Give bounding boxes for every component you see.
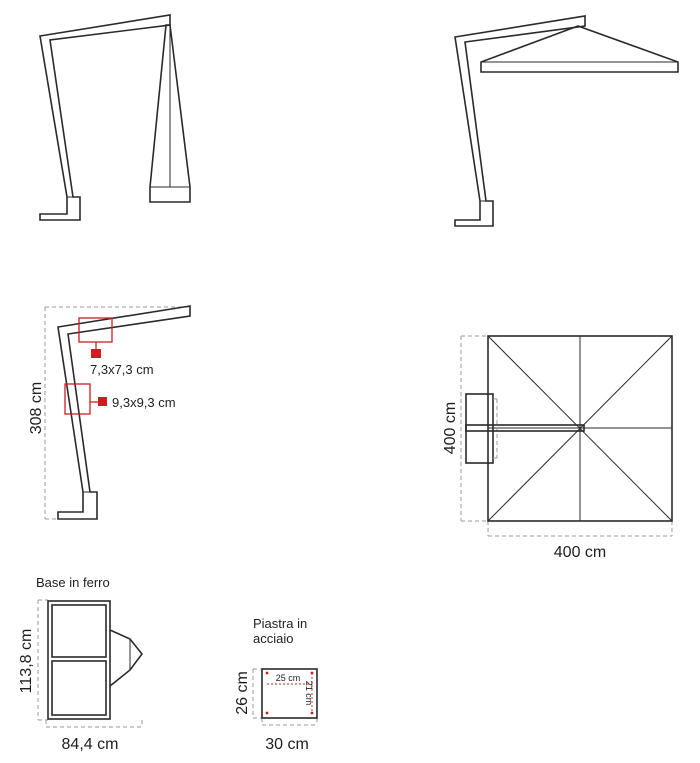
plate-height-label: 26 cm <box>234 671 251 715</box>
mast-outline <box>454 15 586 227</box>
upper-section-bullet <box>91 349 101 358</box>
plate-bolt-hole <box>265 711 269 715</box>
plate-outline <box>261 668 318 719</box>
upper-section-label: 7,3x7,3 cm <box>90 362 154 377</box>
depth-label: 400 cm <box>442 402 459 454</box>
mast-outline <box>57 305 191 520</box>
closed-umbrella-view <box>39 14 191 221</box>
plate-width-label: 30 cm <box>265 736 309 753</box>
plate-inner-height-label: 21 cm <box>304 681 314 706</box>
open-canopy <box>480 25 679 73</box>
lower-section-bullet <box>98 397 107 406</box>
plate-inner-width-label: 25 cm <box>276 673 301 683</box>
open-umbrella-view <box>454 15 679 227</box>
height-label: 308 cm <box>28 382 45 434</box>
base-height-label: 113,8 cm <box>18 629 35 694</box>
base-frame <box>47 600 111 720</box>
lower-section-marker <box>64 383 91 415</box>
side-view-dimensions: 308 cm 7,3x7,3 cm 9,3x9,3 cm <box>28 305 191 520</box>
width-label: 400 cm <box>554 544 606 561</box>
plate-title-line-1: Piastra in <box>253 616 307 631</box>
plate-bolt-hole <box>265 671 269 675</box>
base-title: Base in ferro <box>36 575 110 590</box>
steel-plate-view: Piastra in acciaio 26 cm 30 cm 25 cm 21 … <box>234 616 318 753</box>
plate-title-line-2: acciaio <box>253 631 293 646</box>
plate-bolt-hole <box>310 671 314 675</box>
mast-outline <box>39 14 171 221</box>
iron-base-view: Base in ferro 113,8 cm 84,4 cm <box>18 575 144 753</box>
base-lower-panel <box>51 660 107 716</box>
base-side-arm <box>109 629 144 687</box>
arm-beam <box>465 424 585 432</box>
base-width-label: 84,4 cm <box>62 736 119 753</box>
lower-section-label: 9,3x9,3 cm <box>112 395 176 410</box>
base-upper-panel <box>51 604 107 658</box>
plate-bolt-hole <box>310 711 314 715</box>
top-view: 400 cm 400 cm <box>442 335 673 561</box>
